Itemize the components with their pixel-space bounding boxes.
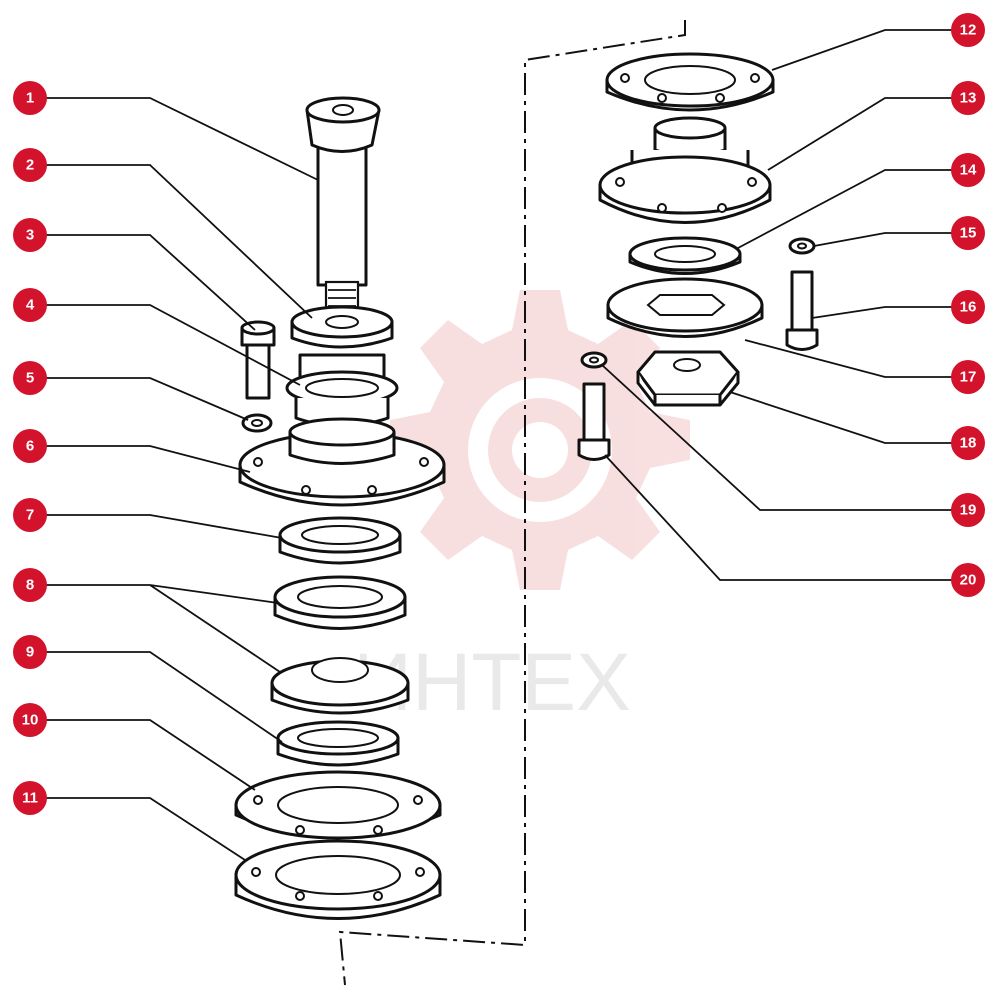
part-9-seal [276,720,400,767]
assembly-axis-line [338,20,686,986]
callout-3: 3 [13,218,47,252]
part-19-washer [580,351,608,369]
part-1-shaft [305,96,381,322]
callout-13-number: 13 [960,90,977,107]
callout-14: 14 [951,153,985,187]
callout-6: 6 [13,429,47,463]
part-5-washer [241,413,273,433]
part-18-hex-nut [636,350,740,407]
callout-9: 9 [13,635,47,669]
part-2-collar [290,305,394,349]
callout-11-number: 11 [22,790,38,807]
callout-16: 16 [951,290,985,324]
callout-9-number: 9 [26,644,34,661]
watermark: ИНТЕХ [353,290,690,728]
callout-7-number: 7 [26,507,34,524]
callout-10: 10 [13,703,47,737]
callout-18: 18 [951,426,985,460]
part-3-bolt [240,320,276,400]
part-10-flange-plate [234,770,442,840]
part-8-bearing-upper [273,575,407,630]
leader-lines [30,29,968,861]
callout-8-number: 8 [26,577,34,594]
callout-1-number: 1 [26,90,34,107]
part-11-base-flange [234,839,442,920]
callout-13: 13 [951,81,985,115]
callout-18-number: 18 [960,435,977,452]
callout-20-number: 20 [960,572,977,589]
part-15-washer [788,237,816,255]
callout-5: 5 [13,361,47,395]
part-13-hub-housing [598,116,772,224]
part-12-top-flange [605,52,775,112]
callout-11: 11 [13,781,47,815]
callout-10-number: 10 [22,712,39,729]
part-8-bearing-lower [270,657,410,715]
callout-15-number: 15 [960,225,977,242]
part-7-seal [278,516,402,565]
callout-2: 2 [13,148,47,182]
callout-20: 20 [951,563,985,597]
callout-3-number: 3 [26,227,34,244]
callout-1: 1 [13,81,47,115]
part-17-hex-plate [606,277,764,338]
callout-17-number: 17 [960,369,977,386]
part-14-ring [628,236,742,275]
part-20-bolt [577,382,611,461]
callout-14-number: 14 [960,162,977,179]
callout-4: 4 [13,288,47,322]
callout-4-number: 4 [26,297,35,314]
part-16-bolt [785,270,819,351]
part-4-seal-ring [285,353,399,428]
part-6-flange-housing [238,417,446,507]
callout-12: 12 [951,13,985,47]
callout-19: 19 [951,493,985,527]
callout-8: 8 [13,568,47,602]
callout-19-number: 19 [960,502,977,519]
callout-2-number: 2 [26,157,34,174]
callout-7: 7 [13,498,47,532]
callout-12-number: 12 [960,22,977,39]
callout-5-number: 5 [26,370,34,387]
callout-17: 17 [951,360,985,394]
watermark-gear-logo [390,290,690,590]
callout-15: 15 [951,216,985,250]
callout-6-number: 6 [26,438,34,455]
callout-16-number: 16 [960,299,977,316]
